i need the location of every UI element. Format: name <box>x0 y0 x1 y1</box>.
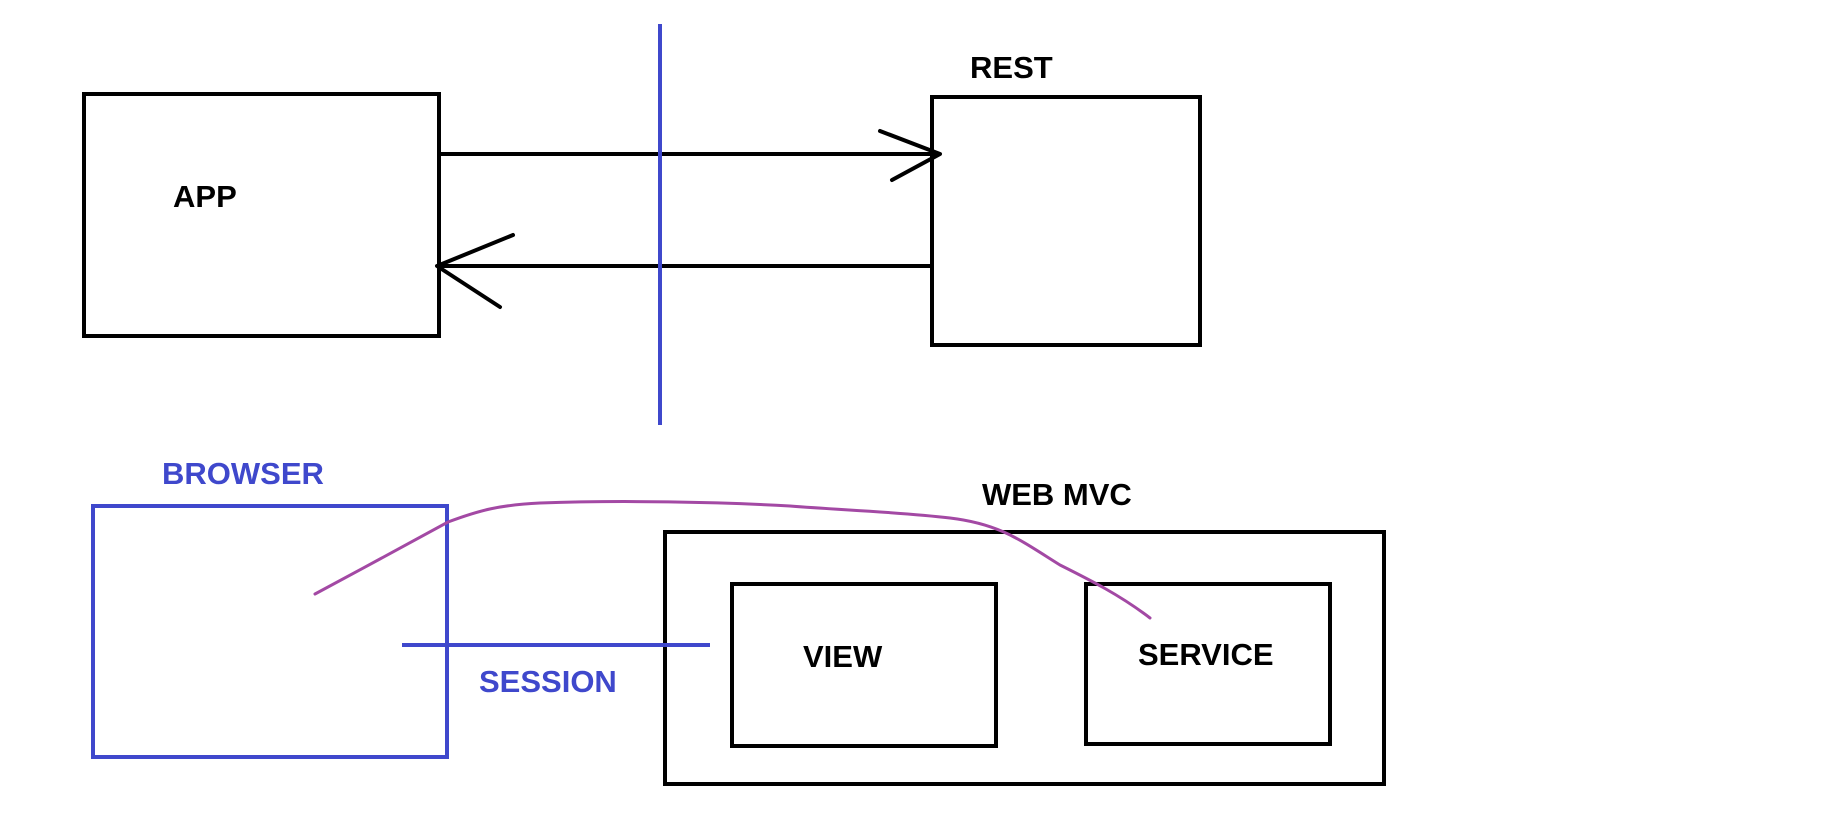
web-mvc-label: WEB MVC <box>982 477 1132 512</box>
app-box <box>82 92 441 338</box>
response-arrowhead <box>435 233 515 309</box>
view-label: VIEW <box>803 639 883 674</box>
session-label: SESSION <box>479 664 617 699</box>
browser-service-curve <box>313 500 1152 620</box>
request-arrowhead <box>878 129 942 182</box>
view-box <box>730 582 998 748</box>
browser-label: BROWSER <box>162 456 324 491</box>
app-label: APP <box>173 179 237 214</box>
rest-label: REST <box>970 50 1053 85</box>
service-box <box>1084 582 1332 746</box>
browser-box <box>91 504 449 759</box>
service-label: SERVICE <box>1138 637 1274 672</box>
rest-box <box>930 95 1202 347</box>
web-mvc-box <box>663 530 1386 786</box>
